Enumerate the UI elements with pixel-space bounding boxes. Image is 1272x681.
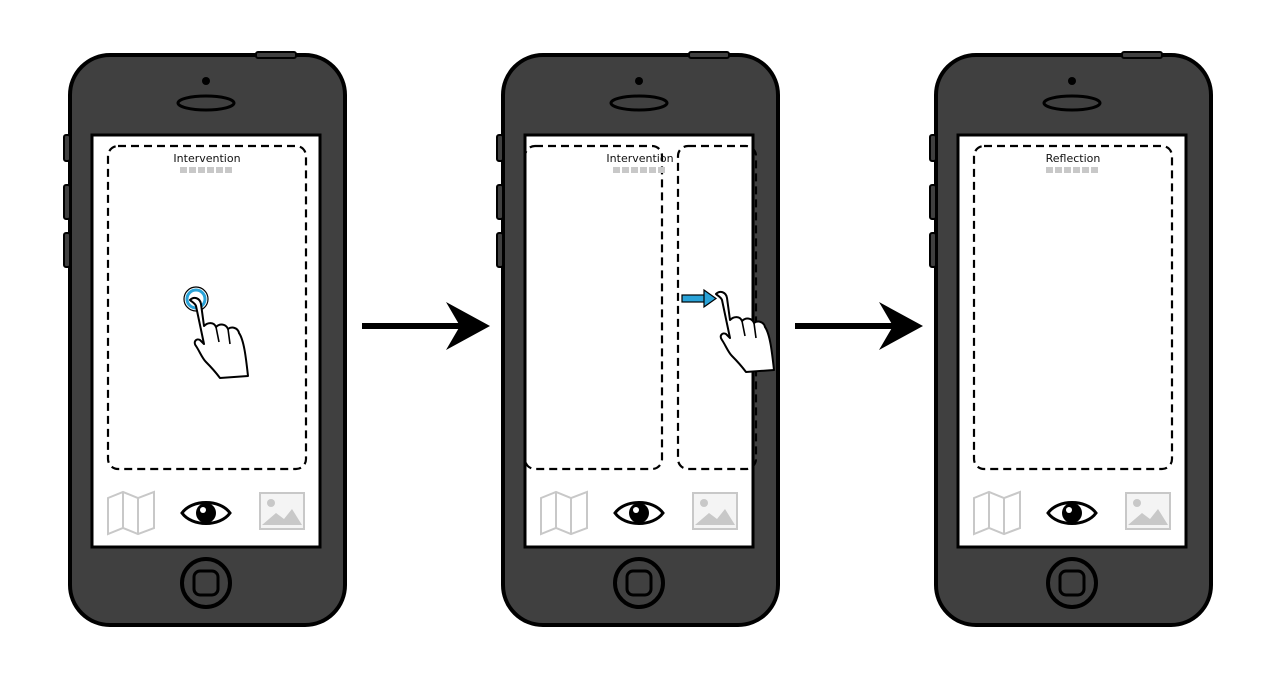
home-button[interactable] <box>180 557 232 609</box>
card-frame[interactable] <box>972 144 1174 471</box>
power-button <box>255 51 297 59</box>
power-button <box>688 51 730 59</box>
home-button[interactable] <box>613 557 665 609</box>
tab-eye[interactable] <box>613 501 665 525</box>
mute-switch <box>63 134 71 162</box>
home-square-icon <box>192 569 220 597</box>
tab-image[interactable] <box>692 492 738 530</box>
page-indicator <box>613 167 665 173</box>
home-square-icon <box>1058 569 1086 597</box>
card-frame[interactable] <box>523 144 664 471</box>
card-title: Reflection <box>1046 152 1101 165</box>
flow-arrow-1 <box>362 302 490 350</box>
tab-eye[interactable] <box>180 501 232 525</box>
volume-down <box>496 232 504 268</box>
phone-3 <box>929 51 1213 627</box>
map-icon <box>540 490 588 536</box>
mute-switch <box>929 134 937 162</box>
speaker-grille <box>1042 94 1102 112</box>
tab-image[interactable] <box>259 492 305 530</box>
volume-up <box>63 184 71 220</box>
tab-eye[interactable] <box>1046 501 1098 525</box>
next-card-frame[interactable] <box>676 144 758 471</box>
flow-arrow-2 <box>795 302 923 350</box>
speaker-grille <box>609 94 669 112</box>
home-square-icon <box>625 569 653 597</box>
tab-image[interactable] <box>1125 492 1171 530</box>
mute-switch <box>496 134 504 162</box>
speaker-grille <box>176 94 236 112</box>
card-frame[interactable] <box>106 144 308 471</box>
phone-2 <box>496 51 780 627</box>
home-button[interactable] <box>1046 557 1098 609</box>
tab-map[interactable] <box>973 490 1021 536</box>
volume-down <box>929 232 937 268</box>
card-title: Intervention <box>173 152 240 165</box>
screen <box>523 133 755 549</box>
phone-2-screen: Intervention <box>523 144 775 536</box>
camera-icon <box>202 77 210 85</box>
map-icon <box>107 490 155 536</box>
tab-map[interactable] <box>107 490 155 536</box>
tab-map[interactable] <box>540 490 588 536</box>
volume-down <box>63 232 71 268</box>
power-button <box>1121 51 1163 59</box>
swipe-arrow-icon <box>681 288 718 309</box>
phone-1-screen: Intervention <box>106 144 308 536</box>
page-indicator <box>1046 167 1098 173</box>
camera-icon <box>1068 77 1076 85</box>
screen <box>956 133 1188 549</box>
camera-icon <box>635 77 643 85</box>
volume-up <box>929 184 937 220</box>
card-title: Intervention <box>606 152 673 165</box>
page-indicator <box>180 167 232 173</box>
volume-up <box>496 184 504 220</box>
map-icon <box>973 490 1021 536</box>
phone-3-screen: Reflection <box>972 144 1174 536</box>
